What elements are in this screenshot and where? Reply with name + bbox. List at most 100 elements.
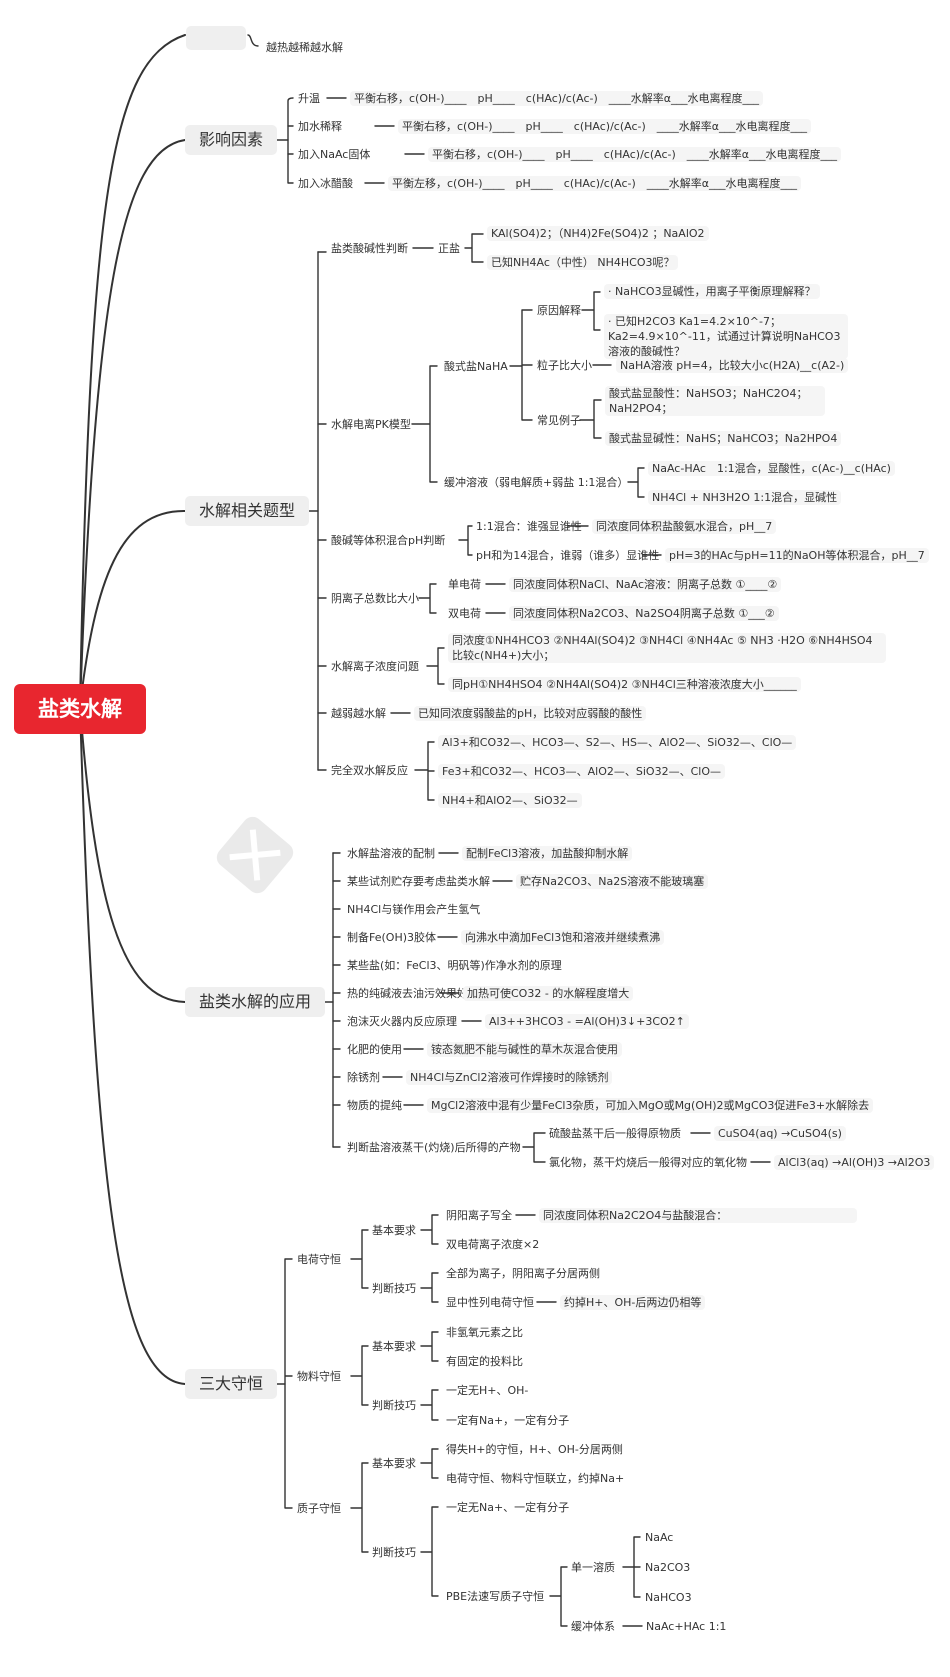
factor-text[interactable]: 平衡右移，c(OH-)____ pH____ c(HAc)/c(Ac-) ___… (350, 91, 764, 106)
judgment-technique[interactable]: 判断技巧 (372, 1399, 416, 1412)
factor-label[interactable]: 加水稀释 (298, 120, 342, 133)
sulfate-rule[interactable]: 硫酸盐蒸干后一般得原物质 (549, 1127, 681, 1140)
app-label[interactable]: 某些试剂贮存要考虑盐类水解 (347, 875, 490, 888)
app-label[interactable]: 热的纯碱液去油污效果好 (347, 987, 468, 1000)
reason-1[interactable]: · NaHCO3显碱性，用离子平衡原理解释？ (604, 284, 820, 299)
mix-ph-judgment[interactable]: 酸碱等体积混合pH判断 (331, 534, 446, 547)
app-text[interactable]: Al3++3HCO3 - =Al(OH)3↓+3CO2↑ (485, 1014, 689, 1029)
concentration-2[interactable]: 同pH①NH4HSO4 ②NH4Al(SO4)2 ③NH4Cl三种溶液浓度大小_… (448, 677, 801, 692)
weaker-more-hydrolysis[interactable]: 越弱越水解 (331, 707, 386, 720)
ion-concentration[interactable]: 水解离子浓度问题 (331, 660, 419, 673)
anion-count[interactable]: 阴离子总数比大小 (331, 592, 419, 605)
single-charge[interactable]: 单电荷 (448, 578, 481, 591)
proton-tech-1[interactable]: 一定无Na+、一定有分子 (446, 1501, 570, 1514)
main-topic-applications[interactable]: 盐类水解的应用 (185, 987, 326, 1017)
particle-compare[interactable]: 粒子比大小 (537, 359, 592, 372)
app-text[interactable]: NH4Cl与ZnCl2溶液可作焊接时的除锈剂 (406, 1070, 613, 1085)
pk-model[interactable]: 水解电离PK模型 (331, 418, 411, 431)
blank-child[interactable]: 越热越稀越水解 (266, 41, 343, 54)
chloride-equation[interactable]: AlCl3(aq) →Al(OH)3 →Al2O3 (774, 1155, 935, 1170)
double-hydrolysis-3[interactable]: NH4+和AlO2—、SiO32— (438, 793, 582, 808)
single-solute[interactable]: 单一溶质 (571, 1561, 615, 1574)
charge-tech-2-text[interactable]: 约掉H+、OH-后两边仍相等 (560, 1295, 706, 1310)
main-topic-conservation[interactable]: 三大守恒 (185, 1369, 278, 1399)
buffer-1[interactable]: NaAc-HAc 1:1混合，显酸性，c(Ac-)__c(HAc) (648, 461, 895, 476)
app-label[interactable]: 化肥的使用 (347, 1043, 402, 1056)
double-charge-text[interactable]: 同浓度同体积Na2CO3、Na2SO4阴离子总数 ①___② (509, 606, 779, 621)
charge-tech-1[interactable]: 全部为离子，阴阳离子分居两侧 (446, 1267, 600, 1280)
judgment-technique[interactable]: 判断技巧 (372, 1546, 416, 1559)
concentration-1[interactable]: 同浓度①NH4HCO3 ②NH4Al(SO4)2 ③NH4Cl ④NH4Ac ⑤… (448, 633, 886, 663)
common-examples[interactable]: 常见例子 (537, 414, 581, 427)
charge-req-1[interactable]: 阴阳离子写全 (446, 1209, 512, 1222)
app-label[interactable]: 泡沫灭火器内反应原理 (347, 1015, 457, 1028)
charge-conservation[interactable]: 电荷守恒 (297, 1253, 341, 1266)
factor-text[interactable]: 平衡右移，c(OH-)____ pH____ c(HAc)/c(Ac-) ___… (428, 147, 842, 162)
proton-conservation[interactable]: 质子守恒 (297, 1502, 341, 1515)
app-text[interactable]: 配制FeCl3溶液，加盐酸抑制水解 (462, 846, 633, 861)
factor-label[interactable]: 加入NaAc固体 (298, 148, 371, 161)
main-topic-blank[interactable] (186, 26, 246, 50)
app-label[interactable]: 制备Fe(OH)3胶体 (347, 931, 437, 944)
basic-requirement[interactable]: 基本要求 (372, 1340, 416, 1353)
basic-requirement[interactable]: 基本要求 (372, 1224, 416, 1237)
app-label[interactable]: 某些盐(如：FeCl3、明矾等)作净水剂的原理 (347, 959, 562, 972)
app-label[interactable]: 除锈剂 (347, 1071, 380, 1084)
buffer-solution[interactable]: 缓冲溶液（弱电解质+弱盐 1:1混合） (444, 476, 629, 489)
pbe-method[interactable]: PBE法速写质子守恒 (446, 1590, 545, 1603)
normal-salt-example[interactable]: KAl(SO4)2；（NH4)2Fe(SO4)2 ；NaAlO2 (487, 226, 709, 241)
factor-text[interactable]: 平衡左移，c(OH-)____ pH____ c(HAc)/c(Ac-) ___… (388, 176, 802, 191)
app-label[interactable]: NH4Cl与镁作用会产生氢气 (347, 903, 481, 916)
double-hydrolysis[interactable]: 完全双水解反应 (331, 764, 408, 777)
mix-2[interactable]: pH和为14混合，谁弱（谁多）显谁性 (476, 549, 660, 562)
main-topic-factors[interactable]: 影响因素 (185, 125, 278, 155)
proton-req-1[interactable]: 得失H+的守恒，H+、OH-分居两侧 (446, 1443, 623, 1456)
normal-salt-question[interactable]: 已知NH4Ac（中性） NH4HCO3呢？ (487, 255, 679, 270)
normal-salt[interactable]: 正盐 (438, 242, 460, 255)
material-req-1[interactable]: 非氢氧元素之比 (446, 1326, 523, 1339)
weaker-text[interactable]: 已知同浓度弱酸盐的pH，比较对应弱酸的酸性 (414, 706, 647, 721)
app-label[interactable]: 物质的提纯 (347, 1099, 402, 1112)
proton-req-2[interactable]: 电荷守恒、物料守恒联立，约掉Na+ (446, 1472, 625, 1485)
single-charge-text[interactable]: 同浓度同体积NaCl、NaAc溶液：阴离子总数 ①____② (509, 577, 782, 592)
app-text[interactable]: 贮存Na2CO3、Na2S溶液不能玻璃塞 (516, 874, 709, 889)
buffer-system[interactable]: 缓冲体系 (571, 1620, 615, 1633)
factor-text[interactable]: 平衡右移，c(OH-)____ pH____ c(HAc)/c(Ac-) ___… (398, 119, 812, 134)
app-label[interactable]: 水解盐溶液的配制 (347, 847, 435, 860)
factor-label[interactable]: 加入冰醋酸 (298, 177, 353, 190)
app-text[interactable]: 向沸水中滴加FeCl3饱和溶液并继续煮沸 (461, 930, 665, 945)
solute-na2co3[interactable]: Na2CO3 (645, 1561, 691, 1574)
mix-2-text[interactable]: pH=3的HAc与pH=11的NaOH等体积混合，pH__7 (665, 548, 929, 563)
app-text[interactable]: 加热可使CO32 - 的水解程度增大 (463, 986, 634, 1001)
factor-label[interactable]: 升温 (298, 92, 320, 105)
app-text[interactable]: 铵态氮肥不能与碱性的草木灰混合使用 (427, 1042, 622, 1057)
basic-requirement[interactable]: 基本要求 (372, 1457, 416, 1470)
buffer-system-example[interactable]: NaAc+HAc 1:1 (646, 1620, 727, 1633)
app-text[interactable]: MgCl2溶液中混有少量FeCl3杂质，可加入MgO或Mg(OH)2或MgCO3… (427, 1098, 874, 1113)
double-hydrolysis-2[interactable]: Fe3+和CO32—、HCO3—、AlO2—、SiO32—、ClO— (438, 764, 725, 779)
charge-req-1-text[interactable]: 同浓度同体积Na2C2O4与盐酸混合： (539, 1208, 857, 1223)
double-charge[interactable]: 双电荷 (448, 607, 481, 620)
material-req-2[interactable]: 有固定的投料比 (446, 1355, 523, 1368)
buffer-2[interactable]: NH4Cl + NH3H2O 1:1混合，显碱性 (648, 490, 842, 505)
reason-2[interactable]: · 已知H2CO3 Ka1=4.2×10^-7；Ka2=4.9×10^-11，试… (604, 314, 848, 359)
chloride-rule[interactable]: 氯化物，蒸干灼烧后一般得对应的氧化物 (549, 1156, 747, 1169)
mix-1-text[interactable]: 同浓度同体积盐酸氨水混合，pH__7 (592, 519, 777, 534)
reason-explain[interactable]: 原因解释 (537, 304, 581, 317)
charge-req-2[interactable]: 双电荷离子浓度×2 (446, 1238, 540, 1251)
particle-compare-text[interactable]: NaHA溶液 pH=4，比较大小c(H2A)__c(A2-) (616, 358, 849, 373)
solute-nahco3[interactable]: NaHCO3 (645, 1591, 692, 1604)
evaporation-product[interactable]: 判断盐溶液蒸干(灼烧)后所得的产物 (347, 1141, 521, 1154)
acid-salt-nha[interactable]: 酸式盐NaHA (444, 360, 508, 373)
example-acidic[interactable]: 酸式盐显酸性：NaHSO3；NaHC2O4；NaH2PO4； (605, 386, 825, 416)
mix-1[interactable]: 1:1混合：谁强显谁性 (476, 520, 582, 533)
root-topic[interactable]: 盐类水解 (14, 684, 146, 734)
example-basic[interactable]: 酸式盐显碱性：NaHS；NaHCO3；Na2HPO4 (605, 431, 842, 446)
material-conservation[interactable]: 物料守恒 (297, 1370, 341, 1383)
sulfate-equation[interactable]: CuSO4(aq) →CuSO4(s) (714, 1126, 846, 1141)
material-tech-2[interactable]: 一定有Na+，一定有分子 (446, 1414, 570, 1427)
material-tech-1[interactable]: 一定无H+、OH- (446, 1384, 529, 1397)
double-hydrolysis-1[interactable]: Al3+和CO32—、HCO3—、S2—、HS—、AlO2—、SiO32—、Cl… (438, 735, 797, 750)
main-topic-question-types[interactable]: 水解相关题型 (185, 496, 310, 526)
charge-tech-2[interactable]: 显中性列电荷守恒 (446, 1296, 534, 1309)
